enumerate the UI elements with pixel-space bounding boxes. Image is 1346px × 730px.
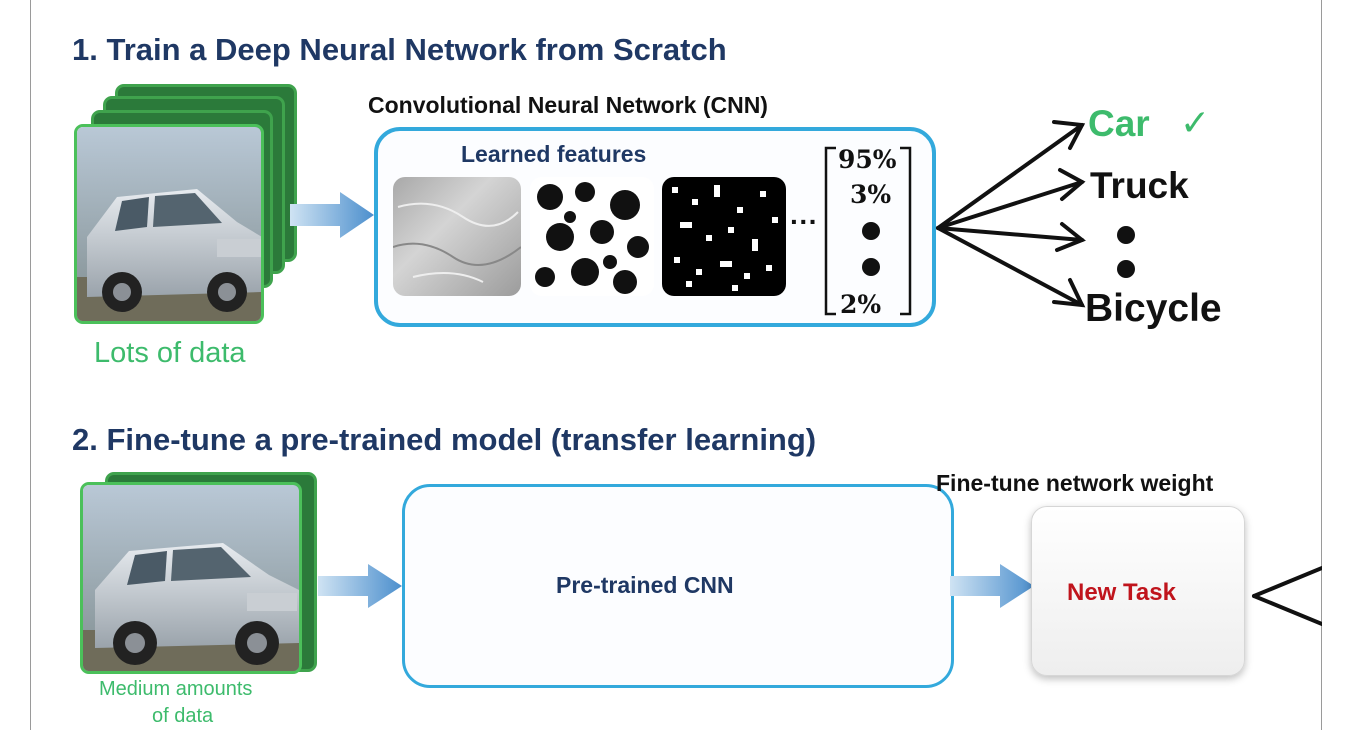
- class-dot: [1117, 226, 1135, 244]
- arrow-right-icon: [318, 564, 402, 608]
- class-car: Car: [1088, 103, 1150, 144]
- arrow-right-icon: [290, 192, 374, 238]
- pretrained-cnn-label: Pre-trained CNN: [556, 572, 734, 598]
- finetune-label: Fine-tune network weight: [936, 470, 1214, 496]
- medium-data-label-line2: of data: [152, 705, 214, 727]
- class-dot: [1117, 260, 1135, 278]
- section2-title: 2. Fine-tune a pre-trained model (transf…: [72, 422, 817, 457]
- check-icon: ✓: [1180, 102, 1211, 143]
- car-icon: [77, 127, 261, 321]
- output-value-2: 3%: [850, 180, 892, 209]
- feature-map-1: [393, 177, 521, 296]
- feature-map-3: [662, 177, 786, 296]
- class-bicycle: Bicycle: [1085, 287, 1222, 330]
- texture-icon: [393, 202, 521, 283]
- sparse-pattern-icon: [672, 185, 778, 291]
- cnn-title: Convolutional Neural Network (CNN): [368, 92, 768, 118]
- new-task-box: [1031, 506, 1245, 676]
- class-truck: Truck: [1090, 165, 1189, 206]
- slide-frame: [30, 0, 1322, 730]
- feature-map-2: [530, 177, 654, 296]
- lots-of-data-label: Lots of data: [94, 337, 246, 369]
- section1-title: 1. Train a Deep Neural Network from Scra…: [72, 32, 727, 67]
- learned-features-label: Learned features: [461, 141, 647, 167]
- pretrained-cnn-box: [402, 484, 954, 688]
- output-arrows-icon: [1252, 566, 1322, 626]
- output-value-1: 95%: [838, 145, 897, 174]
- output-arrows-icon: [936, 120, 1086, 308]
- new-task-label: New Task: [1067, 579, 1176, 606]
- output-value-3: 2%: [840, 290, 882, 319]
- ellipsis: ···: [790, 206, 818, 237]
- blob-pattern-icon: [530, 177, 654, 296]
- medium-data-label-line1: Medium amounts: [99, 678, 253, 700]
- vector-dot: [862, 222, 880, 240]
- car-image: [74, 124, 264, 324]
- vector-dot: [862, 258, 880, 276]
- car-icon: [83, 485, 299, 671]
- vector-brackets-icon: [824, 146, 912, 316]
- car-image: [80, 482, 302, 674]
- arrow-right-icon: [950, 564, 1034, 608]
